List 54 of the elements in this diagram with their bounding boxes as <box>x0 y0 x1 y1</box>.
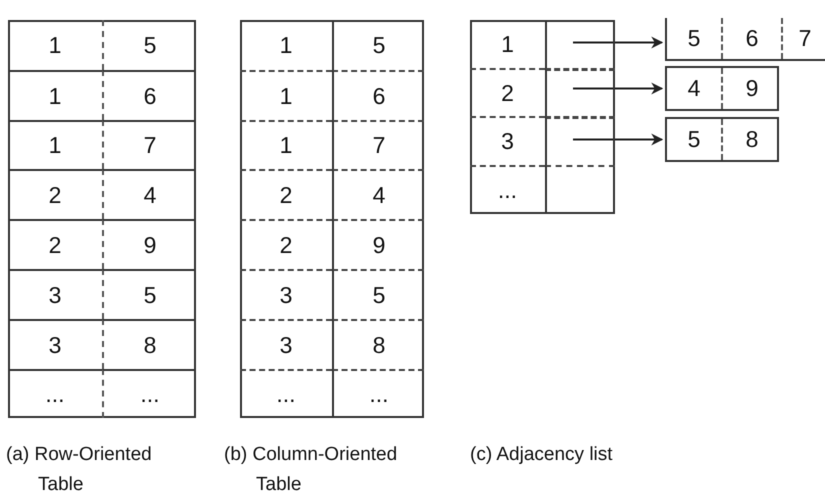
table-cell: 9 <box>332 219 424 269</box>
table-cell: 2 <box>240 169 332 219</box>
list-value: 4 <box>686 74 702 103</box>
list-value: 6 <box>721 18 781 59</box>
list-value: 5 <box>686 24 702 53</box>
table-cell: 3 <box>240 319 332 369</box>
table-cell: 2 <box>8 169 102 219</box>
table-cell: 7 <box>332 120 424 169</box>
list-node-box <box>665 66 779 111</box>
table-cell: ... <box>102 369 196 418</box>
table-cell: 3 <box>470 116 545 165</box>
table-cell: 2 <box>470 68 545 116</box>
list-value: 8 <box>721 119 781 160</box>
table-cell: ... <box>240 369 332 418</box>
caption: (a) Row-Oriented Table <box>6 443 153 491</box>
table-cell-text: 1 <box>500 30 515 58</box>
table-cell: 2 <box>8 219 102 269</box>
list-node-box <box>665 117 779 162</box>
table-cell: 5 <box>332 269 424 319</box>
table-cell: 6 <box>102 70 196 120</box>
list-value: 7 <box>781 18 825 59</box>
table-cell: 1 <box>240 120 332 169</box>
table-cell: 8 <box>332 319 424 369</box>
list-value: 9 <box>721 68 781 109</box>
arrow <box>573 134 664 146</box>
table-cell <box>545 68 615 116</box>
arrow <box>573 36 664 48</box>
table-cell: 3 <box>8 319 102 369</box>
table-cell: 3 <box>240 269 332 319</box>
table-cell: 1 <box>240 70 332 120</box>
table-cell: 1 <box>8 70 102 120</box>
table-cell: 1 <box>8 120 102 169</box>
list-value: 5 <box>686 125 702 154</box>
table-cell: 2 <box>240 219 332 269</box>
table-cell: 5 <box>102 20 196 70</box>
caption: (b) Column-Oriented Table <box>224 443 398 491</box>
table-cell: 9 <box>102 219 196 269</box>
arrow <box>573 82 664 94</box>
table-cell <box>545 116 615 165</box>
caption: (c) Adjacency list <box>470 443 614 467</box>
table-cell: 8 <box>102 319 196 369</box>
table-cell: ... <box>470 165 545 214</box>
table-cell: 4 <box>332 169 424 219</box>
table-cell: 5 <box>332 20 424 70</box>
table-cell-text: 1 <box>278 30 294 60</box>
table-cell: 5 <box>102 269 196 319</box>
table-cell: 7 <box>102 120 196 169</box>
table-cell-text: 1 <box>48 30 62 60</box>
table-cell: 6 <box>332 70 424 120</box>
list-node-box <box>665 18 825 61</box>
table-cell: 4 <box>102 169 196 219</box>
table-cell: ... <box>8 369 102 418</box>
table-cell: 3 <box>8 269 102 319</box>
table-cell: ... <box>332 369 424 418</box>
